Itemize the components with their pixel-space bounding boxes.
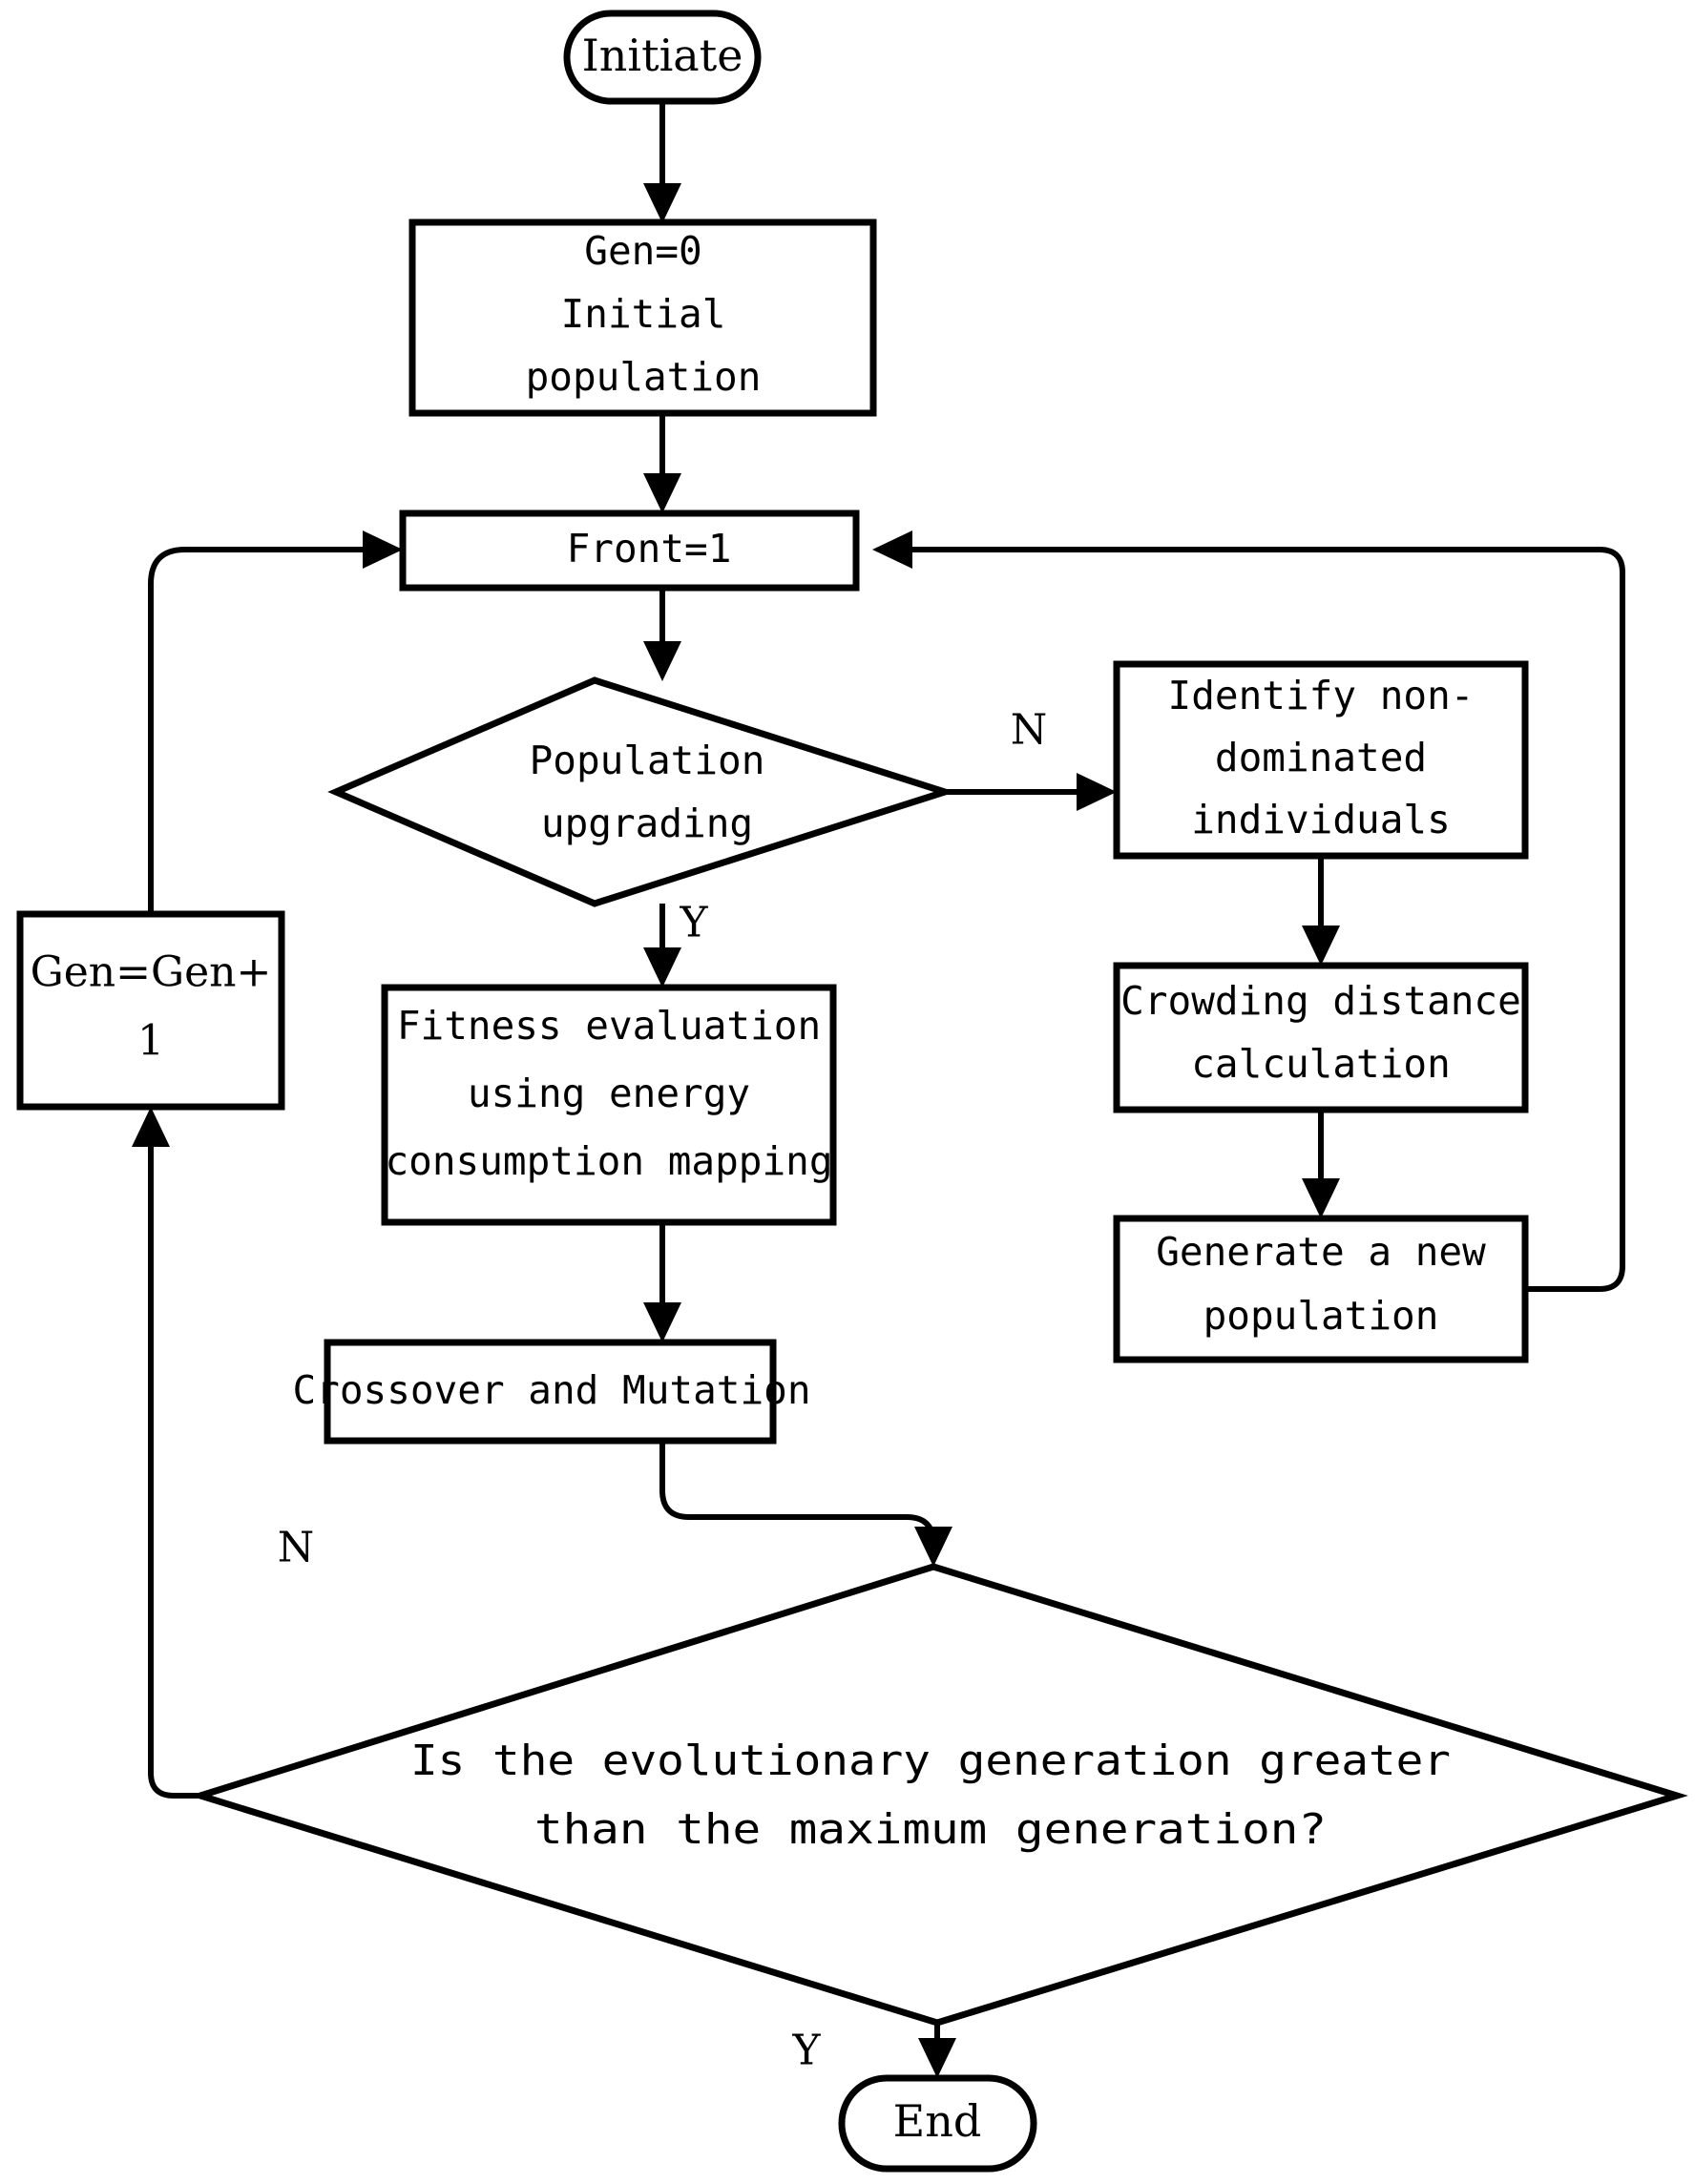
node-gen-increment-label-line2: 1 bbox=[137, 1017, 164, 1066]
node-initiate-label: Initiate bbox=[582, 30, 743, 81]
arrowhead-identify bbox=[1077, 773, 1117, 811]
node-population-upgrading[interactable] bbox=[327, 676, 956, 907]
arrowhead-gencount bbox=[132, 1107, 170, 1147]
arrowhead-front1-left bbox=[363, 530, 403, 569]
node-gen0-label-line1: Gen=0 bbox=[584, 228, 701, 274]
node-initiate[interactable] bbox=[563, 10, 762, 105]
arrowhead-end bbox=[918, 2038, 956, 2078]
node-max-generation-decision[interactable] bbox=[189, 1563, 1688, 2027]
node-crossover-label: Crossover and Mutation bbox=[292, 1367, 810, 1413]
arrowhead-front1-right bbox=[872, 530, 912, 569]
branch-label-popupgrade-no: N bbox=[1011, 706, 1048, 755]
branch-label-popupgrade-yes: Y bbox=[679, 899, 708, 947]
node-crossover-mutation[interactable] bbox=[324, 1339, 777, 1445]
branch-label-maxgen-no: N bbox=[278, 1524, 315, 1572]
node-gen0-label-line2: Initial bbox=[561, 291, 726, 337]
node-gen0[interactable] bbox=[408, 218, 877, 417]
node-end[interactable] bbox=[838, 2074, 1037, 2173]
connector-generate-to-front1-loop bbox=[888, 547, 1625, 1292]
node-identify-label-line3: individuals bbox=[1191, 797, 1451, 842]
node-population-upgrading-label-line2: upgrading bbox=[541, 801, 753, 846]
arrowhead-crossover bbox=[643, 1302, 681, 1342]
node-gen-increment[interactable] bbox=[16, 910, 285, 1111]
node-generate-population[interactable] bbox=[1113, 1215, 1529, 1363]
connector-maxgen-no-to-gencount bbox=[148, 1135, 200, 1799]
arrowhead-crowding bbox=[1302, 926, 1340, 966]
arrowhead-maxgen bbox=[914, 1527, 952, 1567]
node-crowding-distance[interactable] bbox=[1113, 962, 1529, 1113]
node-end-label: End bbox=[893, 2095, 982, 2147]
node-fitness-label-line2: using energy bbox=[468, 1071, 750, 1116]
arrowhead-gen0 bbox=[643, 183, 681, 223]
node-crowding-label-line2: calculation bbox=[1191, 1041, 1451, 1087]
node-identify-label-line1: Identify non- bbox=[1168, 673, 1475, 718]
node-front1[interactable] bbox=[399, 510, 860, 592]
node-population-upgrading-label-line1: Population bbox=[530, 738, 765, 783]
node-fitness-evaluation[interactable] bbox=[381, 984, 837, 1226]
connector-gencount-to-front1-loop bbox=[148, 547, 387, 914]
node-fitness-label-line1: Fitness evaluation bbox=[397, 1003, 821, 1049]
arrowhead-generate bbox=[1302, 1178, 1340, 1218]
arrowhead-front1-top bbox=[643, 473, 681, 513]
node-gen-increment-label-line1: Gen=Gen+ bbox=[31, 948, 272, 997]
node-crowding-label-line1: Crowding distance bbox=[1120, 978, 1521, 1024]
arrowhead-fitness bbox=[643, 947, 681, 988]
node-front1-label: Front=1 bbox=[567, 526, 732, 572]
node-max-generation-label-line2: than the maximum generation? bbox=[534, 1805, 1327, 1854]
node-generate-label-line2: population bbox=[1203, 1293, 1439, 1339]
arrowhead-popupgrade bbox=[643, 641, 681, 681]
node-max-generation-label-line1: Is the evolutionary generation greater bbox=[410, 1737, 1451, 1785]
node-generate-label-line1: Generate a new bbox=[1156, 1229, 1486, 1275]
branch-label-maxgen-yes: Y bbox=[791, 2027, 821, 2075]
connector-crossover-to-maxgen bbox=[659, 1441, 936, 1551]
node-identify-label-line2: dominated bbox=[1215, 735, 1427, 780]
node-identify-nondominated[interactable] bbox=[1113, 660, 1529, 860]
node-fitness-label-line3: consumption mapping bbox=[386, 1138, 833, 1184]
node-gen0-label-line3: population bbox=[526, 354, 762, 400]
